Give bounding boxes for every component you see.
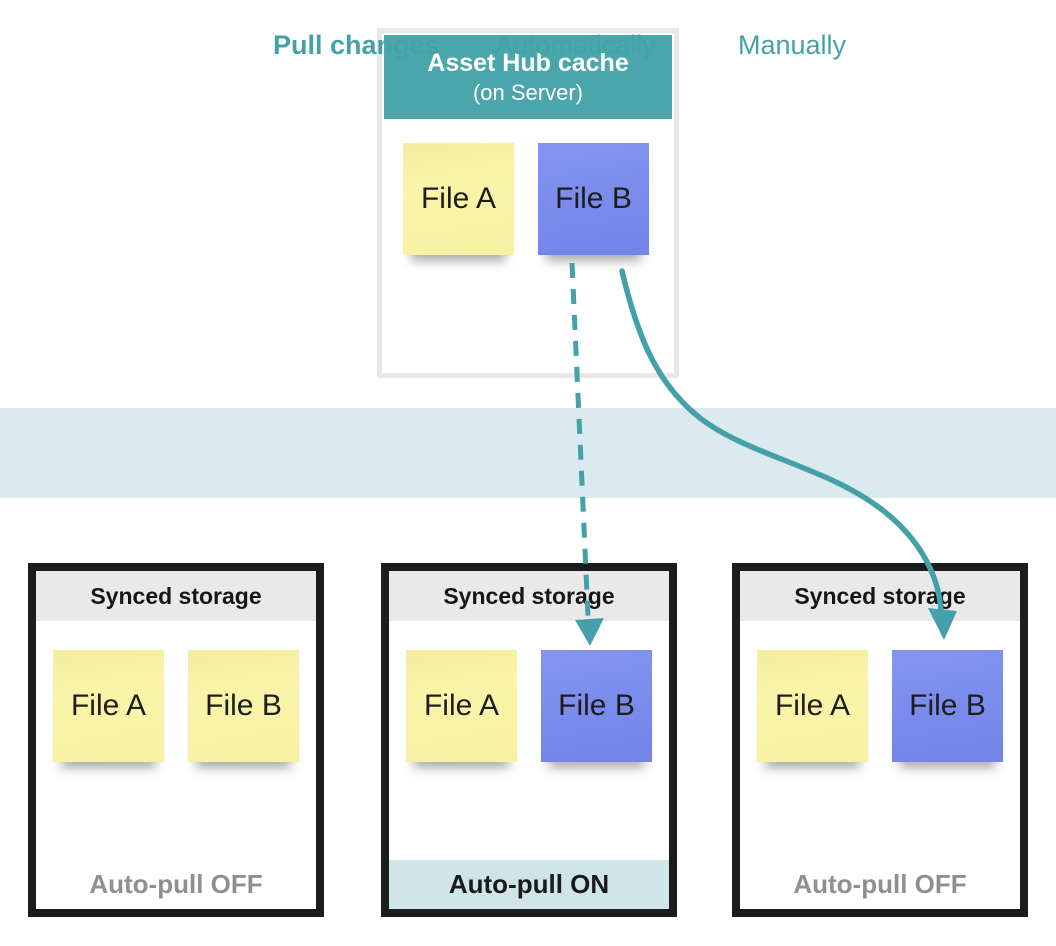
synced-storage-box-2: Synced storage File A File B Auto-pull O… xyxy=(381,563,677,917)
storage1-file-a-note: File A xyxy=(53,650,164,762)
server-cache-box: Asset Hub cache (on Server) File A File … xyxy=(377,28,679,378)
automatically-label: Automatically xyxy=(495,30,656,60)
storage3-file-b-note: File B xyxy=(892,650,1003,762)
pull-changes-label: Pull changes xyxy=(273,30,440,60)
synced-storage-title-3: Synced storage xyxy=(740,571,1020,621)
server-cache-title: Asset Hub cache xyxy=(427,48,629,77)
pull-changes-band xyxy=(0,408,1056,498)
server-file-a-note: File A xyxy=(403,143,514,255)
synced-storage-title-2: Synced storage xyxy=(389,571,669,621)
server-file-b-note: File B xyxy=(538,143,649,255)
synced-storage-box-3: Synced storage File A File B Auto-pull O… xyxy=(732,563,1028,917)
server-cache-subtitle: (on Server) xyxy=(472,79,584,105)
synced-storage-box-1: Synced storage File A File B Auto-pull O… xyxy=(28,563,324,917)
server-cache-header: Asset Hub cache (on Server) xyxy=(384,35,672,119)
storage3-autopull-status: Auto-pull OFF xyxy=(793,869,967,899)
storage1-autopull-status: Auto-pull OFF xyxy=(89,869,263,899)
storage2-autopull-status: Auto-pull ON xyxy=(389,860,669,909)
storage2-file-a-note: File A xyxy=(406,650,517,762)
storage2-file-b-note: File B xyxy=(541,650,652,762)
synced-storage-title-1: Synced storage xyxy=(36,571,316,621)
storage3-file-a-note: File A xyxy=(757,650,868,762)
manually-label: Manually xyxy=(738,30,847,60)
storage1-file-b-note: File B xyxy=(188,650,299,762)
